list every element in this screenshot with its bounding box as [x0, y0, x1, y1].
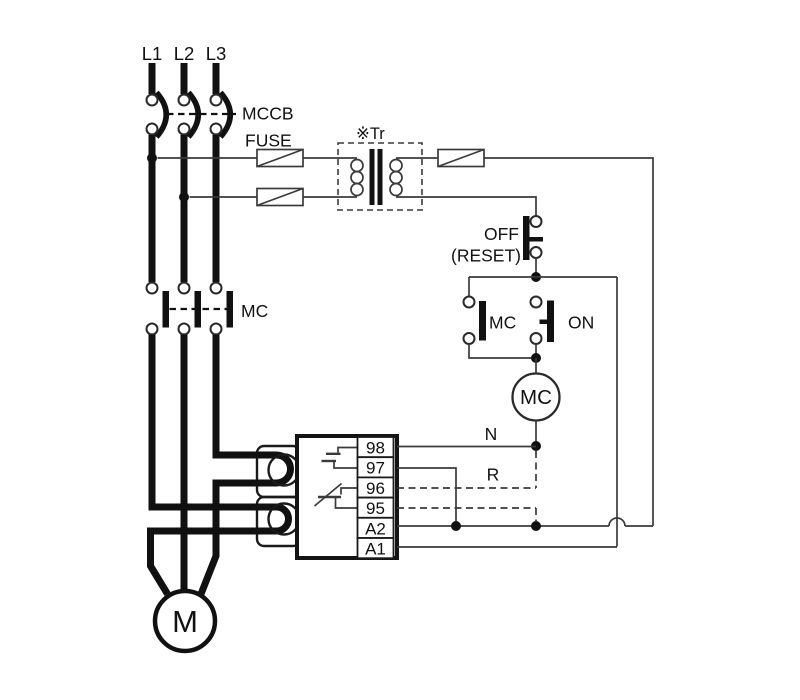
- transformer-core-bar: [369, 149, 375, 205]
- off-reset-label: (RESET): [451, 246, 521, 266]
- mc-main-label: MC: [241, 301, 268, 321]
- neutral-line-label: N: [485, 424, 498, 444]
- on-button-label: ON: [568, 313, 594, 333]
- transformer-dashed-box: [337, 142, 423, 211]
- mccb-terminal: [177, 93, 191, 107]
- overload-terminal-block: 98 97 96 95 A2 A1: [356, 436, 395, 560]
- motor-icon: [152, 588, 218, 654]
- ct-bottom-loop: [276, 503, 292, 535]
- mccb-pole3-arc: [218, 90, 233, 139]
- terminal-97-label: 97: [366, 459, 385, 478]
- mc-aux-contact-icon: [462, 295, 486, 345]
- mccb-terminal: [145, 122, 159, 136]
- fuse-label: FUSE: [245, 131, 292, 151]
- ct-top-loop: [276, 451, 294, 487]
- terminal-96-label: 96: [366, 479, 385, 498]
- transformer-label: ※Tr: [356, 125, 385, 143]
- mccb-pole2-arc: [186, 90, 201, 139]
- mccb-pole1-arc: [154, 90, 169, 139]
- mccb-terminal: [177, 122, 191, 136]
- mccb-terminal: [209, 122, 223, 136]
- control-wire-to-off-button: [396, 196, 537, 216]
- control-right-rail: [484, 157, 654, 526]
- transformer-icon: [303, 142, 423, 211]
- off-pushbutton-nc-icon: [523, 215, 543, 260]
- wire-97-to-a2-line: [397, 467, 457, 526]
- mccb-label: MCCB: [242, 104, 294, 124]
- transformer-core-bar: [377, 149, 383, 205]
- junction-dot-l2-tap: [179, 192, 189, 202]
- incoming-power-lines: [148, 63, 220, 94]
- mccb-terminal: [145, 93, 159, 107]
- overload-nc-trip-contact-icon: [313, 482, 358, 509]
- on-pushbutton-no-icon: [529, 295, 554, 345]
- terminal-a1-label: A1: [365, 540, 386, 559]
- terminal-a2-label: A2: [365, 519, 386, 538]
- fuse-3-icon: [396, 148, 485, 168]
- terminal-98-label: 98: [366, 439, 385, 458]
- r-line-label: R: [487, 465, 500, 485]
- phase-l3-label: L3: [206, 43, 227, 64]
- phase-l2-label: L2: [174, 43, 195, 64]
- junction-dot-l1-tap: [147, 153, 157, 163]
- mc-coil-label: MC: [520, 386, 552, 409]
- overload-no-contact-icon: [321, 446, 358, 469]
- junction-dot-a2-right: [531, 521, 541, 531]
- power-lines-mc-to-motor: [147, 334, 294, 596]
- fuse-2-icon: [189, 187, 304, 207]
- mc-aux-label: MC: [489, 313, 516, 333]
- motor-label: M: [172, 604, 198, 639]
- junction-dot-a2-left: [451, 521, 461, 531]
- fuse-1-icon: [157, 148, 304, 168]
- phase-l1-label: L1: [142, 43, 163, 64]
- mccb-terminal: [209, 93, 223, 107]
- holding-circuit-bottom-wire: [468, 344, 536, 359]
- off-button-label: OFF: [484, 224, 519, 244]
- terminal-95-label: 95: [366, 499, 385, 518]
- mccb-breaker-icon: [145, 90, 236, 139]
- wire-crossover-hop: [608, 517, 626, 527]
